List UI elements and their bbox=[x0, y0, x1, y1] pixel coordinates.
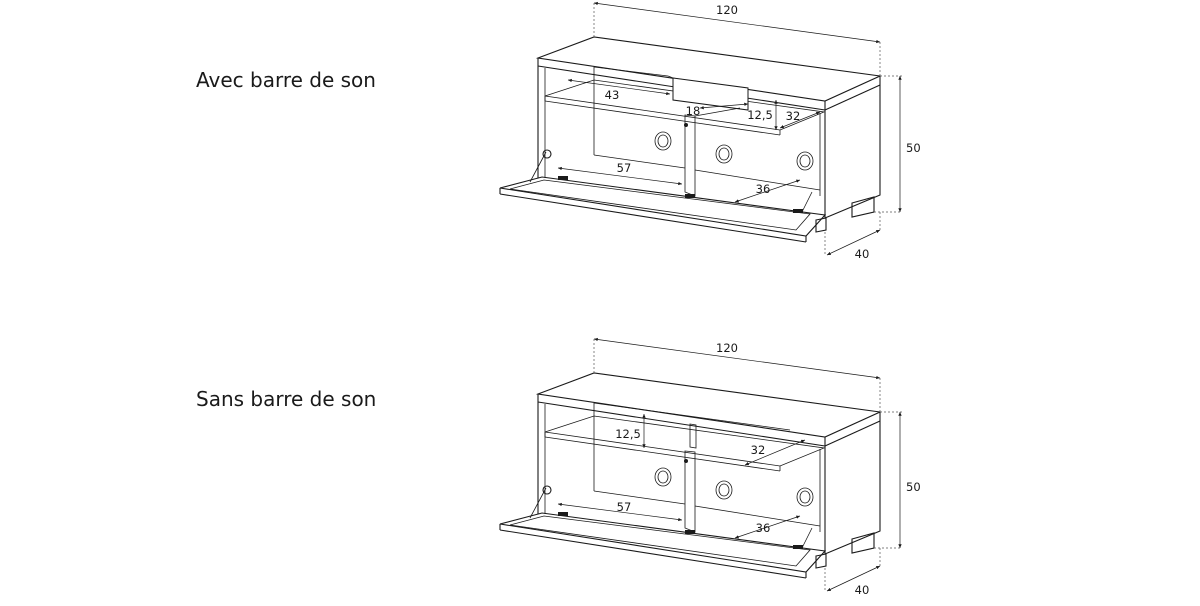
dim-shelf-height: 12,5 bbox=[615, 427, 641, 441]
leg-front bbox=[815, 217, 827, 233]
cable-hole-center bbox=[715, 480, 733, 500]
cable-hole-left bbox=[654, 131, 672, 151]
dim-width: 120 bbox=[716, 341, 738, 355]
dim-width: 120 bbox=[716, 3, 738, 17]
hinge-center bbox=[685, 530, 695, 534]
dim-height: 50 bbox=[906, 480, 921, 494]
upper-divider bbox=[689, 423, 697, 449]
dim-shelf-right: 32 bbox=[786, 109, 801, 123]
dim-height: 50 bbox=[906, 141, 921, 155]
drop-down-door bbox=[499, 176, 827, 237]
upper-shelf bbox=[544, 415, 826, 467]
cabinet-drawing-with-soundbar: 120 50 40 43 18 12,5 32 57 36 bbox=[499, 1, 921, 261]
hinge-left bbox=[558, 512, 568, 516]
drop-down-door bbox=[499, 512, 827, 573]
leg-right bbox=[851, 532, 875, 554]
top-panel bbox=[535, 372, 882, 438]
hinge-right bbox=[793, 545, 803, 549]
dim-shelf-right: 32 bbox=[751, 443, 766, 457]
leg-right bbox=[851, 196, 875, 218]
hinge-left bbox=[558, 176, 568, 180]
dim-shelf-height: 12,5 bbox=[747, 108, 773, 122]
right-side-panel bbox=[824, 85, 881, 219]
hinge-center bbox=[685, 194, 695, 198]
soundbar bbox=[672, 77, 749, 111]
cable-hole-left bbox=[654, 467, 672, 487]
leg-front bbox=[815, 553, 827, 569]
dim-bottom-right: 36 bbox=[756, 521, 771, 535]
cable-hole-right bbox=[796, 487, 814, 507]
dim-soundbar-gap: 18 bbox=[686, 104, 701, 118]
center-divider bbox=[684, 450, 696, 533]
dim-bottom-right: 36 bbox=[756, 182, 771, 196]
caption-with-soundbar: Avec barre de son bbox=[196, 68, 376, 92]
cabinet-drawing-without-soundbar: 120 50 40 12,5 32 57 36 bbox=[499, 337, 921, 597]
caption-without-soundbar: Sans barre de son bbox=[196, 387, 377, 411]
right-side-panel bbox=[824, 421, 881, 555]
cable-hole-right bbox=[796, 151, 814, 171]
dim-shelf-left: 43 bbox=[605, 88, 620, 102]
dim-bottom-left: 57 bbox=[617, 500, 632, 514]
hinge-right bbox=[793, 209, 803, 213]
center-divider bbox=[684, 114, 696, 197]
dim-depth: 40 bbox=[855, 583, 870, 597]
cable-hole-center bbox=[715, 144, 733, 164]
dim-bottom-left: 57 bbox=[617, 161, 632, 175]
dim-depth: 40 bbox=[855, 247, 870, 261]
